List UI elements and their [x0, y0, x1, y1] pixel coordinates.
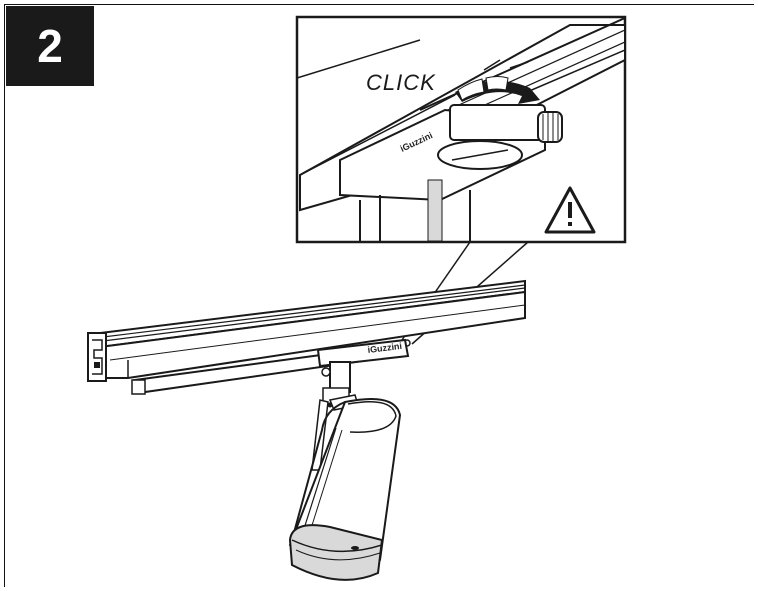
track-adapter: iGuzzini: [131, 338, 410, 395]
instruction-frame: [4, 4, 754, 587]
detail-stem: [359, 190, 471, 241]
click-label: CLICK: [366, 70, 436, 95]
step-number-badge: 2: [6, 6, 94, 86]
detail-connector-block: [449, 104, 546, 141]
detail-inset: iGuzzini CLICK: [295, 15, 627, 244]
warning-triangle-icon: [544, 186, 596, 234]
fixture-brand-mark: iGuzzini: [367, 341, 402, 355]
spotlight-front-ring: [288, 524, 384, 581]
spotlight-body: [288, 398, 402, 581]
rotation-arrow-icon: [455, 76, 540, 104]
locking-knob: [537, 111, 563, 143]
track-rail: [87, 279, 526, 382]
